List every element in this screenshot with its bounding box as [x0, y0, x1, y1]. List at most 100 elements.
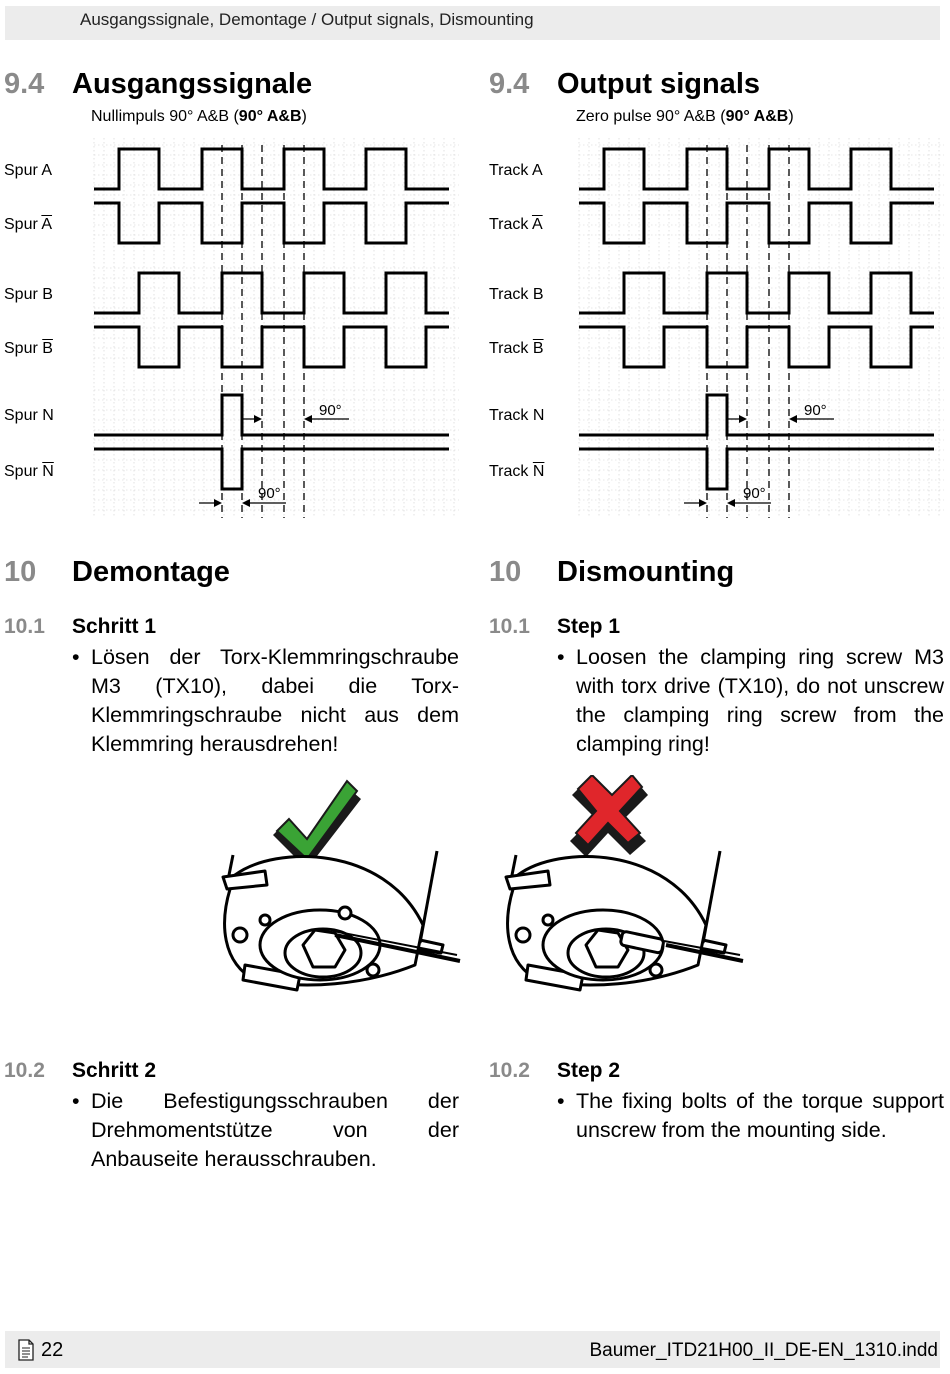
arrow-head — [242, 499, 250, 507]
label-letter: B — [42, 340, 53, 357]
signal-track-n-inverted — [579, 447, 934, 491]
step-title: Step 2 — [557, 1059, 621, 1082]
chapter-number: 10 — [4, 556, 37, 588]
header-bar — [5, 6, 940, 40]
arrow-head — [739, 415, 747, 423]
label-letter: N — [532, 463, 545, 480]
section-title: Ausgangssignale — [72, 68, 313, 100]
signal-track-a — [94, 147, 449, 191]
step-heading-10-1: 10.1 Step 1 — [489, 615, 620, 639]
step-heading-10-2: 10.2 Schritt 2 — [4, 1059, 156, 1083]
label-letter: A — [41, 216, 53, 233]
step-heading-10-1: 10.1 Schritt 1 — [4, 615, 156, 639]
signal-track-b — [94, 271, 449, 315]
label-letter: A — [531, 216, 543, 233]
label-track-n: Track N — [489, 407, 545, 424]
chapter-title: Demontage — [72, 556, 230, 588]
encoder-correct-illustration — [221, 779, 461, 992]
label-track-b-inverted: Track B — [489, 340, 544, 358]
caption-prefix: Zero pulse 90° A&B ( — [576, 108, 726, 125]
chapter-heading-10: 10 Dismounting — [489, 556, 734, 589]
label-prefix: Track — [489, 216, 532, 233]
signal-track-b-inverted — [579, 325, 934, 369]
source-file-name: Baumer_ITD21H00_II_DE-EN_1310.indd — [589, 1340, 938, 1361]
chapter-heading-10: 10 Demontage — [4, 556, 230, 589]
step-2-text: The fixing bolts of the torque support u… — [576, 1089, 944, 1142]
label-track-a: Spur A — [4, 162, 53, 179]
step-title: Schritt 1 — [72, 615, 157, 638]
step-2-bullet: • Die Befestigungsschrauben der Drehmome… — [72, 1087, 459, 1174]
signal-track-n — [579, 393, 934, 437]
timing-diagram: Track A Track A Track B Track B Track N … — [489, 133, 944, 528]
step-2-bullet: • The fixing bolts of the torque support… — [557, 1087, 944, 1145]
label-track-a-inverted: Spur A — [4, 216, 52, 234]
label-track-n: Spur N — [4, 407, 54, 424]
phase-90-top: 90° — [319, 402, 342, 419]
signal-track-b — [579, 271, 934, 315]
caption-bold: 90° A&B — [725, 108, 789, 125]
running-header: Ausgangssignale, Demontage / Output sign… — [80, 10, 534, 29]
signal-track-a-inverted — [579, 201, 934, 245]
step-number: 10.2 — [4, 1059, 45, 1082]
label-track-a-inverted: Track A — [489, 216, 543, 234]
label-track-b-inverted: Spur B — [4, 340, 53, 358]
step-number: 10.2 — [489, 1059, 530, 1082]
phase-90-bottom: 90° — [258, 485, 281, 502]
step-1-bullet: • Loosen the clamping ring screw M3 with… — [557, 643, 944, 759]
label-letter: B — [532, 340, 544, 357]
signal-caption: Zero pulse 90° A&B (90° A&B) — [576, 108, 794, 126]
arrow-head — [254, 415, 262, 423]
phase-90-bottom: 90° — [743, 485, 766, 502]
arrow-head — [727, 499, 735, 507]
step-title: Step 1 — [557, 615, 621, 638]
chapter-number: 10 — [489, 556, 522, 588]
bullet-dot: • — [72, 645, 80, 669]
step-1-text: Lösen der Torx-Klemmringschraube M3 (TX1… — [91, 645, 459, 756]
section-heading-9-4: 9.4 Ausgangssignale — [4, 68, 312, 101]
signal-track-b-inverted — [94, 325, 449, 369]
label-track-n-inverted: Spur N — [4, 463, 54, 481]
step-number: 10.1 — [4, 615, 45, 638]
step-1-bullet: • Lösen der Torx-Klemmringschraube M3 (T… — [72, 643, 459, 759]
check-mark-icon — [273, 779, 361, 869]
label-prefix: Track — [489, 463, 533, 480]
caption-suffix: ) — [301, 108, 307, 125]
caption-prefix: Nullimpuls 90° A&B ( — [91, 108, 239, 125]
caption-bold: 90° A&B — [238, 108, 302, 125]
signal-caption: Nullimpuls 90° A&B (90° A&B) — [91, 108, 307, 126]
step-title: Schritt 2 — [72, 1059, 157, 1082]
encoder-wrong-illustration — [504, 775, 744, 992]
section-heading-9-4: 9.4 Output signals — [489, 68, 760, 101]
phase-90-top: 90° — [804, 402, 827, 419]
timing-diagram: Spur A Spur A Spur B Spur B Spur N Spur … — [4, 133, 459, 528]
arrow-head — [214, 499, 222, 507]
section-title: Output signals — [557, 68, 760, 100]
label-prefix: Spur — [4, 340, 43, 357]
bullet-dot: • — [72, 1089, 80, 1113]
signal-track-n-inverted — [94, 447, 449, 491]
label-track-a: Track A — [489, 162, 543, 179]
signal-track-a — [579, 147, 934, 191]
caption-suffix: ) — [788, 108, 794, 125]
footer-bar — [5, 1331, 940, 1368]
document-icon — [18, 1339, 34, 1361]
label-prefix: Spur — [4, 463, 43, 480]
bullet-dot: • — [557, 645, 565, 669]
label-prefix: Track — [489, 340, 533, 357]
section-number: 9.4 — [4, 68, 45, 100]
arrow-head — [304, 415, 312, 423]
label-track-n-inverted: Track N — [489, 463, 544, 481]
bullet-dot: • — [557, 1089, 565, 1113]
arrow-head — [789, 415, 797, 423]
label-prefix: Spur — [4, 216, 42, 233]
step-2-text: Die Befestigungsschrauben der Drehmoment… — [91, 1089, 459, 1171]
label-track-b: Spur B — [4, 286, 53, 303]
page-number: 22 — [41, 1339, 64, 1361]
cross-mark-icon — [570, 775, 648, 857]
section-number: 9.4 — [489, 68, 530, 100]
step-1-text: Loosen the clamping ring screw M3 with t… — [576, 645, 944, 756]
signal-track-n — [94, 393, 449, 437]
signal-track-a-inverted — [94, 201, 449, 245]
label-track-b: Track B — [489, 286, 544, 303]
label-letter: N — [42, 463, 54, 480]
